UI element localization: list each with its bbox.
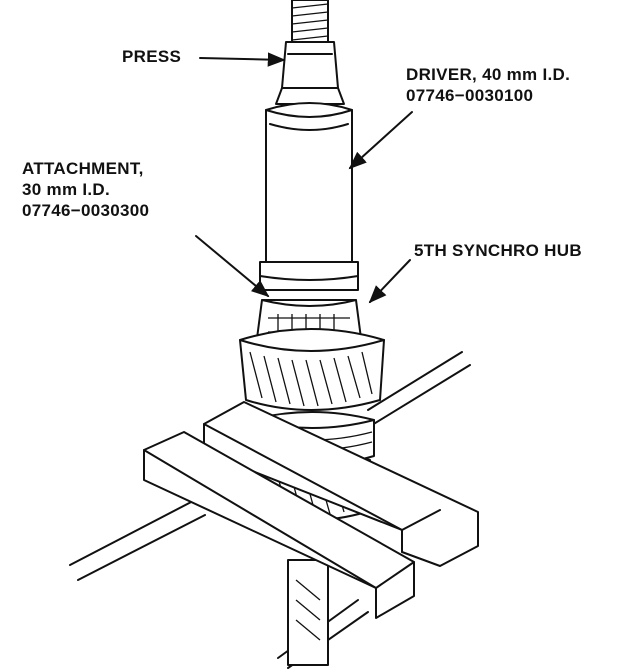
driver-line-1: DRIVER, 40 mm I.D. <box>406 65 571 84</box>
driver-tube <box>259 102 359 291</box>
press-label: PRESS <box>122 47 182 66</box>
attachment-line-1: ATTACHMENT, <box>22 159 144 178</box>
attachment-line-3: 07746−0030300 <box>22 201 150 220</box>
synchro-hub-label: 5TH SYNCHRO HUB <box>414 241 582 260</box>
attachment-line-2: 30 mm I.D. <box>22 180 111 199</box>
upper-gear <box>239 328 385 411</box>
output-shaft <box>287 559 329 666</box>
driver-label: DRIVER, 40 mm I.D. 07746−0030100 <box>406 64 570 106</box>
driver-line-2: 07746−0030100 <box>406 86 534 105</box>
press-ram <box>275 0 345 105</box>
support-blocks <box>143 401 479 619</box>
attachment-label: ATTACHMENT, 30 mm I.D. 07746−0030300 <box>22 158 149 221</box>
leader-arrows <box>195 52 413 304</box>
